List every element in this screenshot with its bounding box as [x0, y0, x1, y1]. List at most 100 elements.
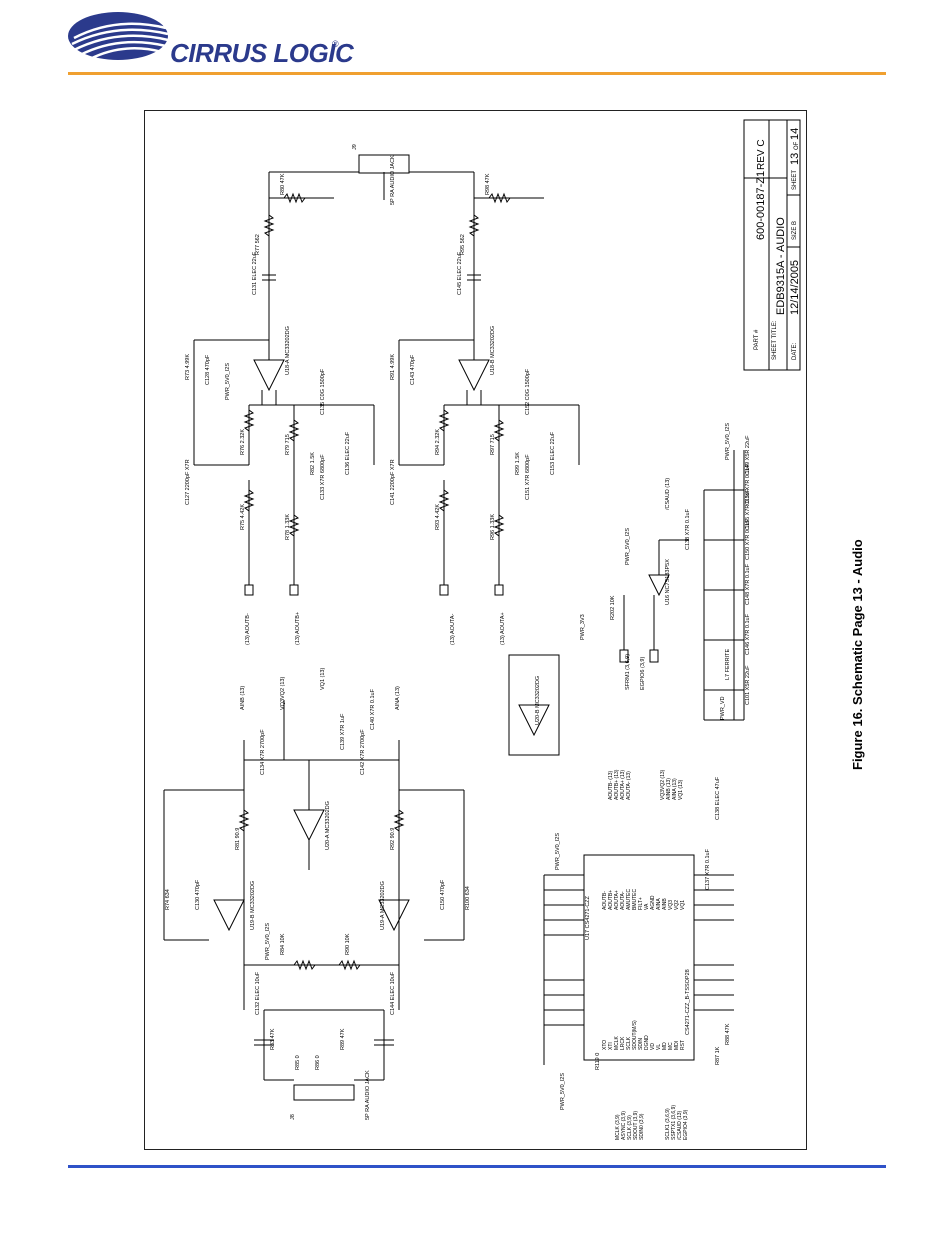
u17-pin-left-13: RST — [680, 1040, 686, 1050]
label-c150: C150 470pF — [440, 879, 446, 910]
title-size-label: SIZE B — [792, 221, 798, 240]
label-c128: C128 470pF — [205, 354, 211, 385]
label-c133: C133 X7R 6800pF — [320, 454, 326, 500]
title-sheet-title-label: SHEET TITLE: — [772, 320, 778, 360]
cirrus-logic-logo: CIRRUS LOGIC ® — [66, 8, 366, 68]
label-pwr5v0-left: PWR_5V0_I2S — [560, 1073, 566, 1110]
title-part-number: 600-00187-Z1 — [755, 171, 767, 240]
label-aouta-minus: (13) AOUTA- — [450, 613, 456, 645]
u17-pin-left-12: MDI — [674, 1041, 680, 1050]
vq-signal-3: VQ1 (13) — [678, 779, 684, 800]
u17-pin-right-4: AMUTEC — [626, 889, 632, 911]
label-j8: J8 — [290, 1114, 296, 1120]
label-c159: C159 X7R 0.1uF — [745, 463, 751, 505]
label-c152: C152 C0G 1500pF — [525, 368, 531, 415]
u20b-box — [508, 654, 560, 756]
label-c132: C132 ELEC 10uF — [255, 971, 261, 1015]
label-r119: R119 0 — [595, 1053, 601, 1070]
label-pwr5v0-mid: PWR_5V0_I2S — [625, 528, 631, 565]
label-r80: R80 47K — [280, 173, 286, 195]
label-r99: R99 1.5K — [515, 452, 521, 475]
u17-pin-right-3: AOUTA- — [620, 891, 626, 910]
label-c146: C146 X7R 0.1uF — [745, 613, 751, 655]
label-pwr5v0-top: PWR_5V0_I2S — [225, 363, 231, 400]
u17-pin-right-9: AINA — [656, 898, 662, 910]
label-c153: C153 ELEC 22uF — [550, 431, 556, 475]
u17-pin-right-8: AGND — [650, 895, 656, 910]
label-j9: 5P RA AUDIO JACK — [390, 155, 396, 205]
label-r81: R81 90.9 — [235, 828, 241, 850]
label-pwr5v0-right: PWR_5V0_I2S — [725, 423, 731, 460]
label-r78: R78 1.33K — [285, 514, 291, 540]
label-u18a: U18-A MC33202DG — [285, 326, 291, 375]
label-c136: C136 ELEC 22uF — [345, 431, 351, 475]
label-r96: R96 1.33K — [490, 514, 496, 540]
label-c131: C131 ELEC 22uF — [252, 251, 258, 295]
label-r202: R202 10K — [610, 595, 616, 620]
u17-pin-left-10: MD — [662, 1042, 668, 1050]
label-c148: C148 X7R 0.1uF — [745, 563, 751, 605]
label-r92: R92 90.9 — [390, 828, 396, 850]
title-date-label: DATE: — [792, 342, 798, 360]
company-name: CIRRUS LOGIC — [170, 38, 354, 68]
u19a-opamp — [378, 899, 410, 932]
label-r97: R97 715 — [490, 434, 496, 455]
header-rule — [68, 72, 886, 75]
u17-pin-right-0: AOUTB- — [602, 891, 608, 910]
aout-signal-3: AOUTA- (13) — [626, 771, 632, 800]
left-signal-2: SCLK (3,9) — [627, 1115, 633, 1140]
u17-pin-right-12: VQ2 — [674, 900, 680, 910]
j9-jack — [358, 154, 410, 174]
label-r85: R85 0 — [295, 1055, 301, 1070]
label-c142: C142 X7R 2700pF — [360, 729, 366, 775]
label-c130: C130 470pF — [195, 879, 201, 910]
label-c135: C135 C0G 1500pF — [320, 368, 326, 415]
label-c134: C134 X7R 2700pF — [260, 729, 266, 775]
u19b-opamp — [213, 899, 245, 932]
u17-pin-right-10: AINB — [662, 898, 668, 910]
u17-pin-left-8: VD — [650, 1043, 656, 1050]
label-r100: R100 634 — [465, 886, 471, 910]
label-u16: U16 NC7S133P5X — [665, 559, 671, 605]
u20a-opamp — [293, 809, 325, 842]
aout-signal-0: AOUTB- (13) — [608, 770, 614, 800]
ctrl-signal-2: /CSAUD (13) — [677, 1110, 683, 1140]
u17-pin-left-5: SDOUT(M/S) — [632, 1020, 638, 1050]
label-c127: C127 2200pF X7R — [185, 459, 191, 505]
label-r88: R88 47K — [725, 1023, 731, 1045]
label-c140: C140 X7R 0.1uF — [370, 688, 376, 730]
j8-jack — [293, 1084, 355, 1101]
left-signal-1: ASYNC (3,9) — [621, 1111, 627, 1140]
label-aouta-plus: (13) AOUTA+ — [500, 612, 506, 645]
aout-signal-1: AOUTB+ (13) — [614, 769, 620, 800]
label-u20a: U20-A MC33202DG — [325, 801, 331, 850]
label-r75: R75 4.42K — [240, 504, 246, 530]
label-r86: R86 0 — [315, 1055, 321, 1070]
u17-pin-right-2: AOUTA+ — [614, 890, 620, 910]
figure-caption: Figure 16. Schematic Page 13 - Audio — [850, 539, 865, 770]
label-c151: C151 X7R 6800pF — [525, 454, 531, 500]
label-r95: R95 562 — [460, 234, 466, 255]
u17-codec — [583, 854, 695, 1061]
u17-pin-left-11: MC — [668, 1042, 674, 1050]
title-sheet-number: 13 — [789, 153, 801, 165]
u17-pin-left-9: VL — [656, 1044, 662, 1050]
label-r87: R87 1K — [715, 1046, 721, 1065]
label-pwr-vd: PWR_VD — [720, 696, 726, 720]
vq-signal-0: VQ3VQ2 (13) — [660, 769, 666, 800]
left-signal-3: SDOUT (3,9) — [633, 1111, 639, 1140]
u17-pin-left-2: MCLK — [614, 1035, 620, 1050]
label-c139: C139 X7R 1uF — [340, 713, 346, 750]
label-pwr5v0-u17: PWR_5V0_I2S — [555, 833, 561, 870]
label-r84: R84 10K — [280, 933, 286, 955]
u17-pin-left-3: LRCK — [620, 1036, 626, 1050]
schematic-frame — [144, 110, 807, 1150]
label-r91: R91 4.99K — [390, 354, 396, 380]
label-j9-ref: J9 — [352, 144, 358, 150]
label-aoutb-plus: (13) AOUTB+ — [295, 612, 301, 645]
left-signal-0: MCLK (3,9) — [615, 1114, 621, 1140]
label-r76: R76 2.32K — [240, 429, 246, 455]
label-c150b: C150 X7R 0.1uF — [745, 518, 751, 560]
label-c143: C143 470pF — [410, 354, 416, 385]
label-c141: C141 2200pF X7R — [390, 459, 396, 505]
